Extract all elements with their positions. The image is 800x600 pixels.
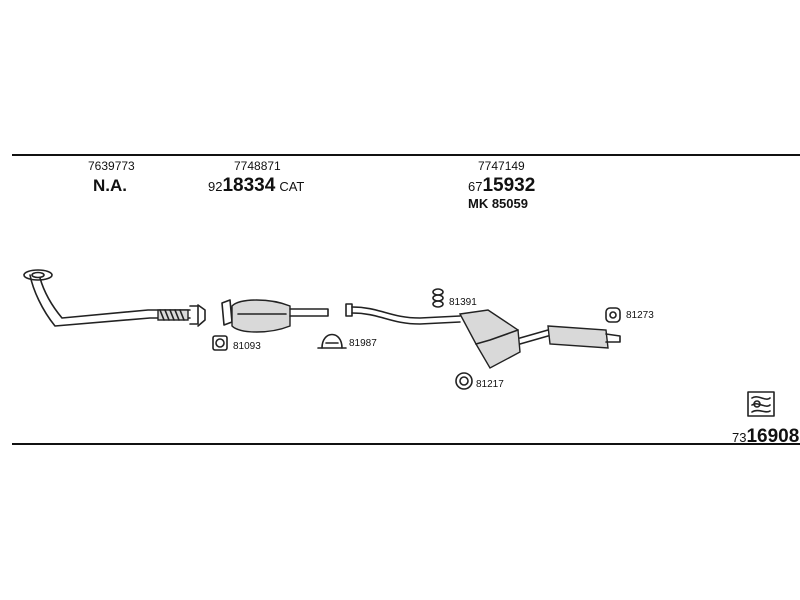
front-pipe xyxy=(23,269,206,327)
item3-number: 15932 xyxy=(482,175,536,196)
rear-silencer xyxy=(547,325,621,349)
item2-suffix: CAT xyxy=(279,179,305,194)
item3-kit: MK 85059 xyxy=(468,196,528,211)
flex-section xyxy=(157,309,189,321)
mount-81273 xyxy=(605,307,621,323)
item3-prefix: 67 xyxy=(468,179,483,194)
bottom-rule xyxy=(12,443,800,445)
gasket-81093 xyxy=(212,335,228,351)
footer-number: 16908 xyxy=(746,426,800,447)
item3-part-number: 6715932 xyxy=(468,176,535,195)
middle-silencer xyxy=(458,309,521,369)
spring-81391 xyxy=(432,288,444,308)
label-81987: 81987 xyxy=(349,338,377,349)
item1-code: 7639773 xyxy=(88,159,135,173)
clamp-81987 xyxy=(317,333,347,349)
label-81391: 81391 xyxy=(449,297,477,308)
footer-prefix: 73 xyxy=(732,430,747,445)
label-81217: 81217 xyxy=(476,379,504,390)
item3-code: 7747149 xyxy=(478,159,525,173)
top-rule xyxy=(12,154,800,156)
item2-number: 18334 xyxy=(222,175,276,196)
item1-label: N.A. xyxy=(93,176,127,195)
catalytic-converter xyxy=(221,299,329,333)
middle-pipe xyxy=(345,303,549,369)
item2-code: 7748871 xyxy=(234,159,281,173)
kit-box-icon xyxy=(747,391,775,417)
item2-prefix: 92 xyxy=(208,179,223,194)
label-81273: 81273 xyxy=(626,310,654,321)
footer-part-number: 7316908 xyxy=(732,427,799,446)
label-81093: 81093 xyxy=(233,341,261,352)
ring-81217 xyxy=(455,372,473,390)
